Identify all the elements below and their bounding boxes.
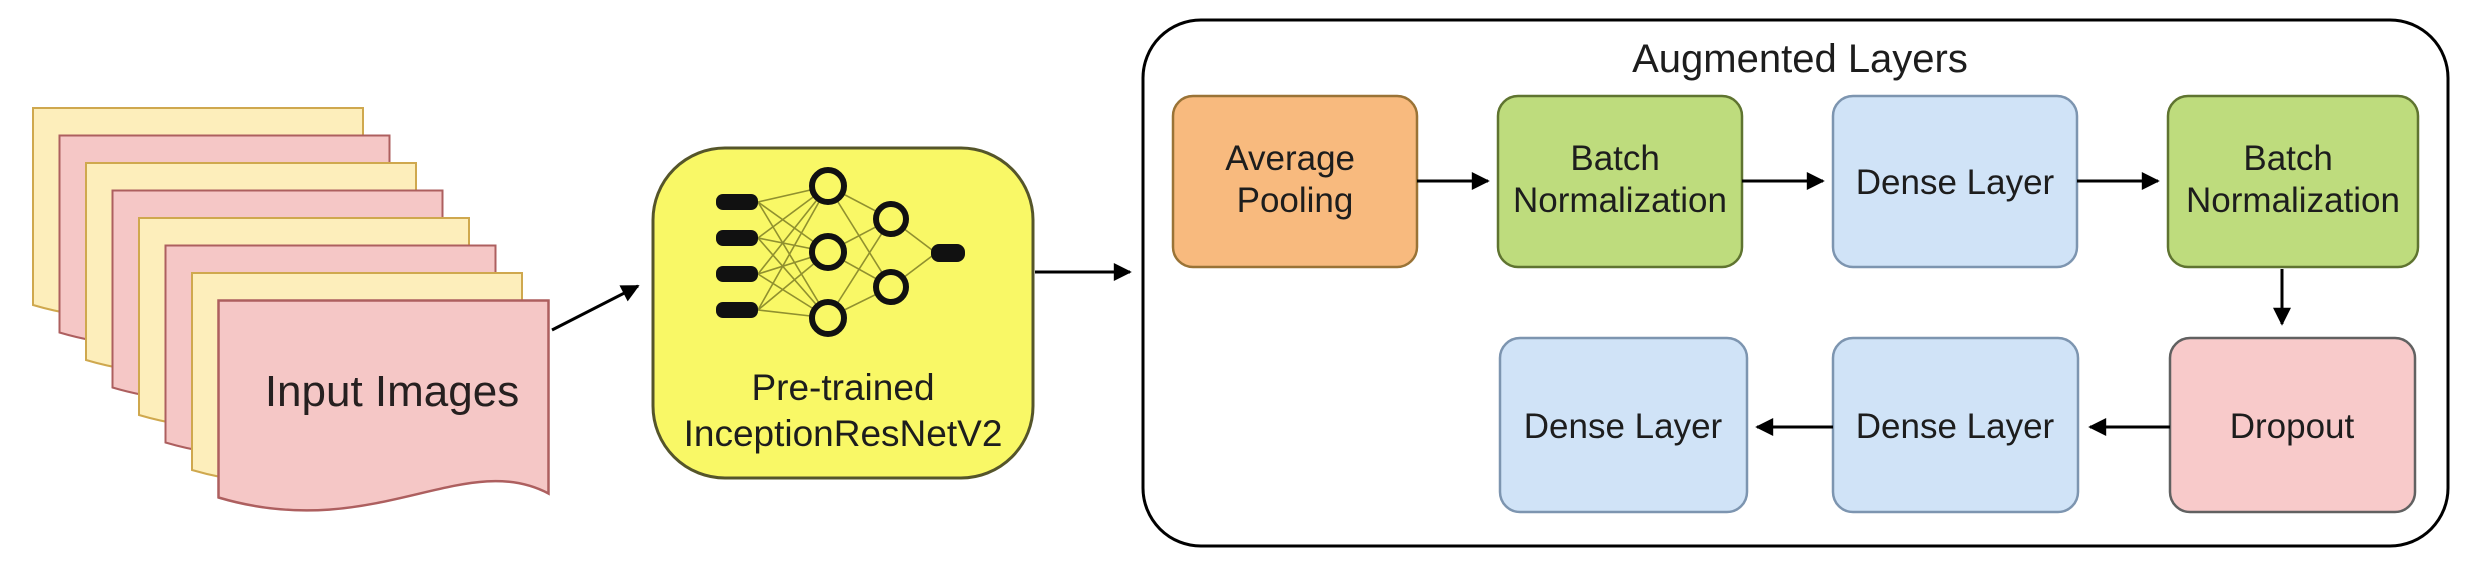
augmented-layers-group: Augmented Layers Average Pooling Batch N…	[1141, 18, 2450, 548]
arrow-stack-to-model	[551, 284, 640, 332]
pretrained-model-label-line1: Pre-trained	[751, 367, 934, 408]
batch-normalization-2-box	[2166, 94, 2420, 269]
node-dropout: Dropout	[2168, 336, 2417, 514]
node-dense-layer-1: Dense Layer	[1831, 94, 2079, 269]
input-sheet-front	[217, 299, 550, 512]
nn-output-bar	[931, 244, 965, 262]
dense-layer-2-label: Dense Layer	[1856, 407, 2055, 446]
node-average-pooling: Average Pooling	[1171, 94, 1419, 269]
node-batch-normalization-2: Batch Normalization	[2166, 94, 2420, 269]
augmented-layers-title: Augmented Layers	[1632, 37, 1968, 81]
dense-layer-1-label: Dense Layer	[1856, 163, 2055, 202]
dense-layer-2-box	[1831, 336, 2080, 514]
dense-layer-3-box	[1498, 336, 1749, 514]
neural-network-icon	[716, 167, 965, 337]
node-batch-normalization-1: Batch Normalization	[1496, 94, 1744, 269]
pretrained-model-node: Pre-trained InceptionResNetV2	[651, 146, 1035, 480]
input-images-label: Input Images	[265, 367, 519, 416]
dropout-label: Dropout	[2230, 407, 2355, 446]
dropout-box	[2168, 336, 2417, 514]
nn-hidden-circles	[809, 167, 909, 337]
node-dense-layer-2: Dense Layer	[1831, 336, 2080, 514]
batch-normalization-1-label: Batch Normalization	[1513, 139, 1727, 220]
nn-input-bars	[716, 194, 758, 318]
augmented-layers-container	[1141, 18, 2450, 548]
dense-layer-3-label: Dense Layer	[1524, 407, 1723, 446]
pretrained-model-label-line2: InceptionResNetV2	[684, 413, 1003, 454]
node-dense-layer-3: Dense Layer	[1498, 336, 1749, 514]
average-pooling-label: Average Pooling	[1225, 139, 1364, 220]
batch-normalization-2-label: Batch Normalization	[2186, 139, 2400, 220]
input-images-stack: Input Images	[32, 107, 550, 512]
